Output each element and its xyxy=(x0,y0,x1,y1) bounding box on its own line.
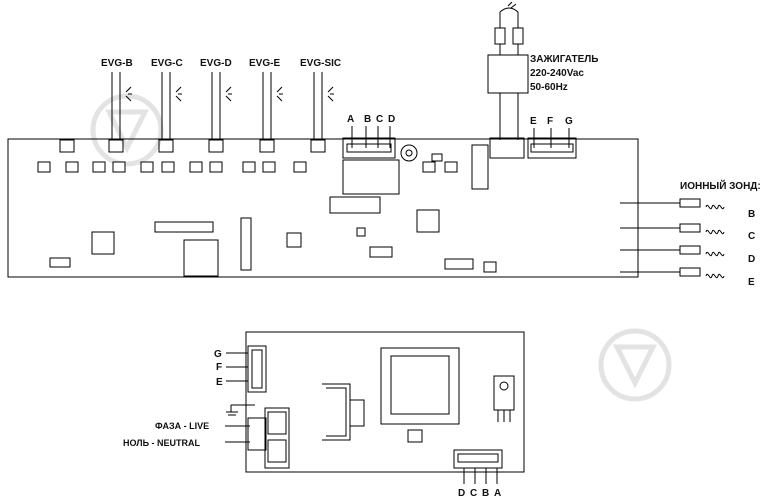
ion-probe-label: D xyxy=(748,254,755,265)
ion-probe-label: E xyxy=(748,277,755,288)
bottom-connector-label: A xyxy=(494,488,501,499)
igniter-frequency: 50-60Hz xyxy=(530,82,568,93)
small-component xyxy=(356,227,366,237)
connector-abcd xyxy=(342,126,396,159)
ic-chip xyxy=(91,231,115,255)
small-component xyxy=(369,246,393,258)
watermark-icon-top xyxy=(90,93,164,167)
top-circuit-board xyxy=(7,138,639,278)
evg-valve-d xyxy=(208,72,232,153)
evg-valve-c xyxy=(158,72,182,153)
left-connector-wiring xyxy=(226,345,267,393)
transformer-bracket xyxy=(322,383,365,441)
potentiometer xyxy=(400,144,418,162)
connector-abcd-label: D xyxy=(388,114,395,125)
evg-label: EVG-C xyxy=(151,58,183,69)
watermark-icon-bottom xyxy=(598,328,672,402)
evg-valve-sic xyxy=(310,72,334,153)
evg-label: EVG-D xyxy=(200,58,232,69)
capacitor-block xyxy=(183,239,219,277)
ion-probe-title: ИОННЫЙ ЗОНД: xyxy=(680,179,761,192)
smd-components-row xyxy=(37,161,458,173)
bottom-connector-label: C xyxy=(470,488,477,499)
evg-valve-b xyxy=(108,72,132,153)
bottom-connector-label: B xyxy=(482,488,489,499)
connector-abcd-label: A xyxy=(347,114,354,125)
bottom-small-chip xyxy=(407,429,423,443)
transformer-block xyxy=(342,159,400,195)
bottom-circuit-board xyxy=(245,331,525,473)
small-component xyxy=(444,258,474,270)
connector-efg xyxy=(527,128,577,159)
connector-efg-label: G xyxy=(565,116,573,127)
connector-abcd-label: B xyxy=(364,114,371,125)
ion-probe-label: B xyxy=(748,209,755,220)
connector-abcd-label: C xyxy=(376,114,383,125)
vertical-header xyxy=(240,217,252,271)
bottom-connector-label: D xyxy=(458,488,465,499)
evg-label: EVG-SIC xyxy=(300,58,341,69)
evg-valve-e xyxy=(259,72,283,153)
ic-chip xyxy=(416,209,440,233)
connector-block xyxy=(59,139,75,153)
relay-block xyxy=(329,196,381,214)
neutral-label: НОЛЬ - NEUTRAL xyxy=(123,438,201,448)
igniter-unit xyxy=(471,1,529,190)
phase-label: ФАЗА - LIVE xyxy=(155,421,209,431)
bottom-connector-dcba xyxy=(453,449,503,484)
left-connector-label: G xyxy=(214,349,222,360)
left-connector-label: E xyxy=(216,377,223,388)
igniter-title: ЗАЖИГАТЕЛЬ xyxy=(530,54,598,65)
igniter-voltage: 220-240Vac xyxy=(530,68,584,79)
ion-probe-label: C xyxy=(748,231,755,242)
ion-probe-wiring xyxy=(620,198,725,279)
header-strip xyxy=(154,221,214,233)
small-component xyxy=(483,261,497,273)
bottom-transformer xyxy=(380,347,460,425)
small-component xyxy=(431,153,443,162)
connector-efg-label: F xyxy=(547,116,553,127)
ic-chip xyxy=(286,232,302,248)
voltage-regulator xyxy=(493,375,515,422)
bottom-transformer-inner xyxy=(390,355,450,415)
left-connector-label: F xyxy=(216,362,222,373)
evg-label: EVG-B xyxy=(101,58,133,69)
small-component xyxy=(49,257,71,268)
connector-efg-label: E xyxy=(530,116,537,127)
mains-wiring xyxy=(225,404,290,469)
evg-label: EVG-E xyxy=(249,58,280,69)
potentiometer-center xyxy=(405,149,413,157)
